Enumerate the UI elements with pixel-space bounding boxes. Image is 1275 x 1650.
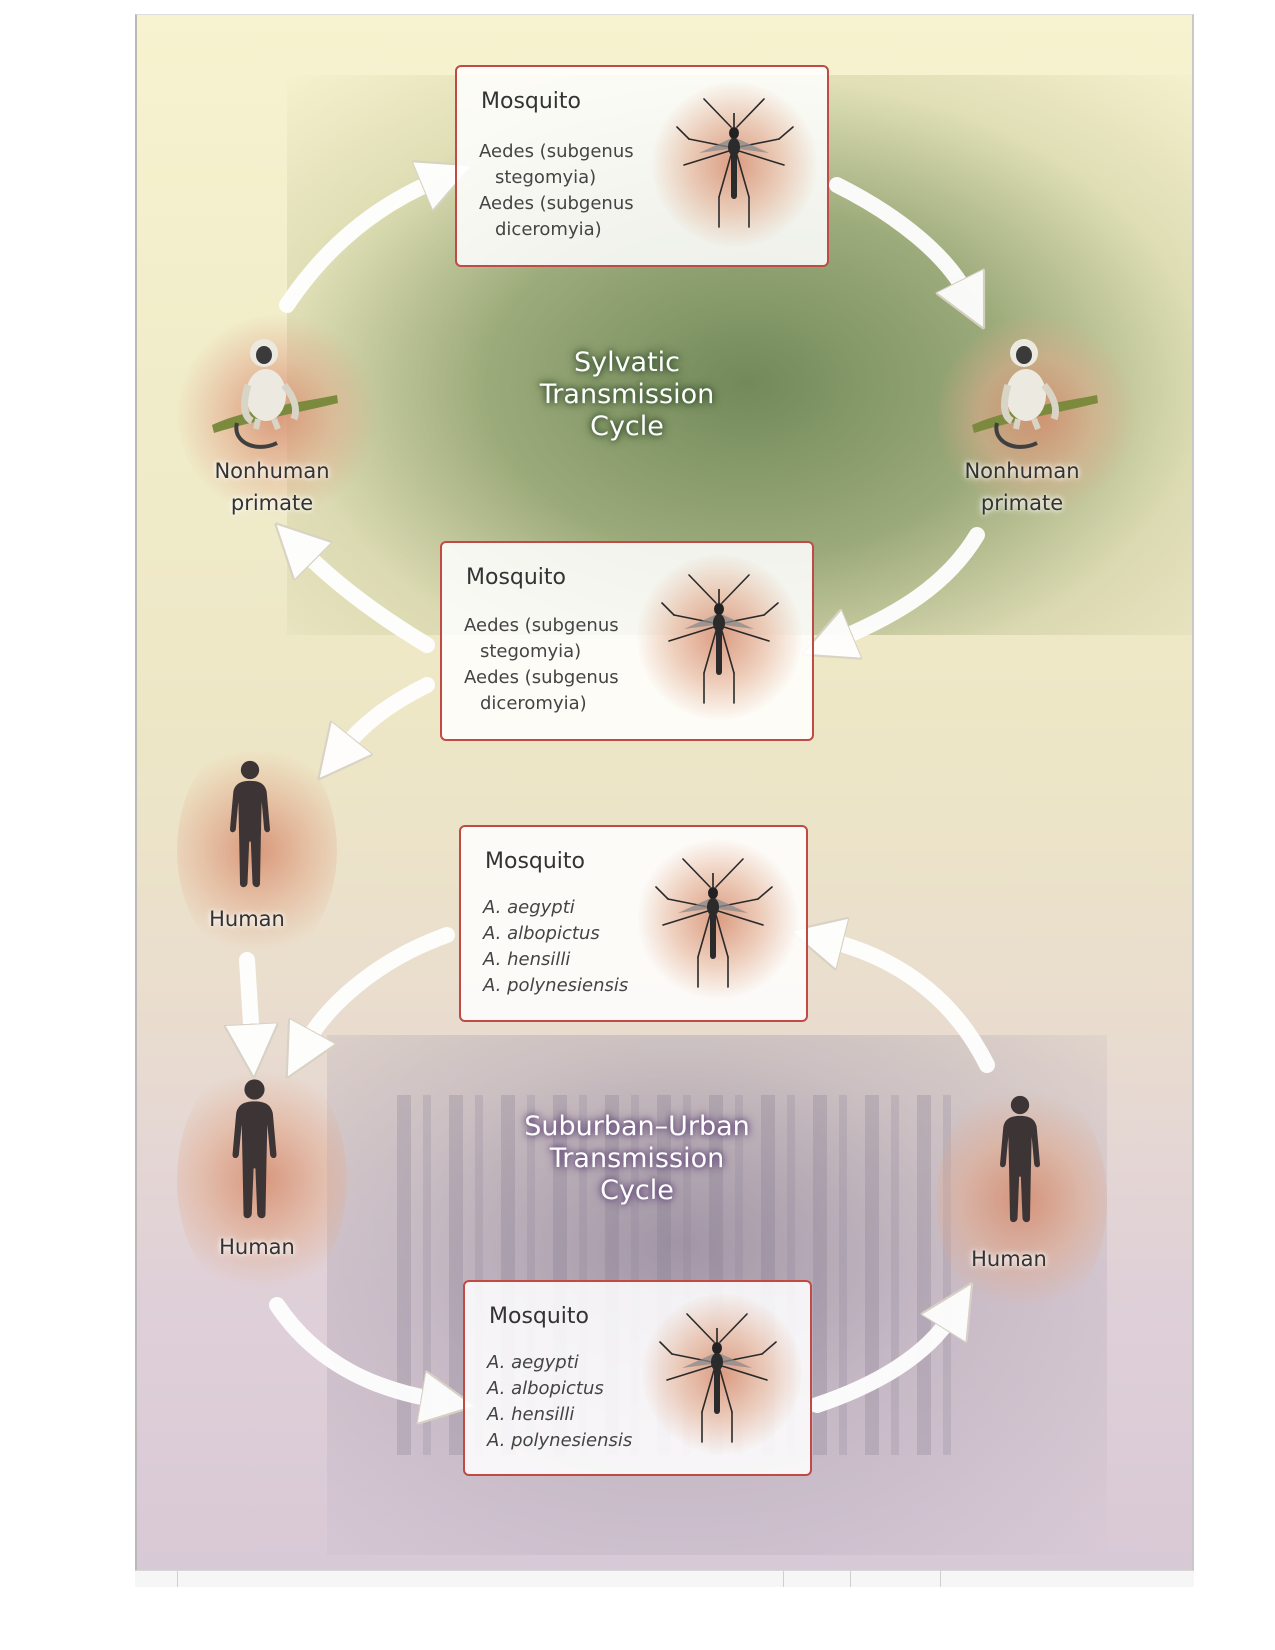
mosquito-box-urban-lower: Mosquito A. aegypti A. albopictus A. hen…	[463, 1280, 812, 1476]
monkey-icon	[962, 325, 1102, 455]
arrow-mosquito-lower-to-human-right	[809, 1315, 952, 1413]
title-line: Cycle	[590, 411, 664, 442]
title-line: Suburban–Urban	[524, 1111, 750, 1142]
primate-right-label: Nonhuman primate	[937, 455, 1107, 519]
mosquito-title: Mosquito	[481, 89, 582, 114]
mosquito-species-line: A. albopictus	[487, 1378, 604, 1399]
arrow-mosquito-middle-to-primate-left	[302, 550, 435, 653]
monkey-icon	[202, 325, 342, 455]
human-silhouette-icon	[227, 1070, 282, 1230]
mosquito-box-urban-upper: Mosquito A. aegypti A. albopictus A. hen…	[459, 825, 808, 1022]
title-line: Transmission	[539, 379, 715, 410]
arrow-human-to-mosquito-lower	[269, 1297, 437, 1400]
arrow-mosquito-top-to-primate-right	[829, 177, 967, 295]
divider	[850, 1571, 851, 1587]
mosquito-glow	[642, 1294, 802, 1454]
mosquito-species-line: A. polynesiensis	[487, 1430, 633, 1451]
title-line: Cycle	[600, 1175, 674, 1206]
mosquito-title: Mosquito	[489, 1304, 590, 1329]
mosquito-species-line: A. albopictus	[483, 923, 600, 944]
divider	[940, 1571, 941, 1587]
label-line: primate	[230, 491, 314, 515]
mosquito-species-line: diceromyia)	[480, 693, 587, 714]
mosquito-species-line: Aedes (subgenus	[464, 667, 619, 688]
sylvatic-cycle-title: Sylvatic Transmission Cycle	[527, 347, 727, 443]
urban-cycle-title: Suburban–Urban Transmission Cycle	[507, 1111, 767, 1207]
divider	[783, 1571, 784, 1587]
divider	[177, 1571, 178, 1587]
title-line: Sylvatic	[573, 347, 681, 378]
arrow-primate-to-mosquito-top	[279, 180, 437, 313]
label-line: Nonhuman	[214, 459, 330, 483]
label-line: Nonhuman	[964, 459, 1080, 483]
mosquito-species-line: Aedes (subgenus	[464, 615, 619, 636]
mosquito-species-line: A. hensilli	[487, 1404, 575, 1425]
mosquito-icon	[644, 563, 794, 713]
bottom-toolbar-strip	[135, 1570, 1194, 1587]
mosquito-species-line: diceromyia)	[495, 219, 602, 240]
mosquito-species-line: stegomyia)	[495, 167, 597, 188]
mosquito-species-line: A. aegypti	[487, 1352, 579, 1373]
title-line: Transmission	[549, 1143, 725, 1174]
arrow-human-to-human	[247, 952, 252, 1040]
arrow-human-right-to-mosquito-upper	[827, 940, 995, 1073]
mosquito-species-line: stegomyia)	[480, 641, 582, 662]
primate-left-label: Nonhuman primate	[187, 455, 357, 519]
figure-panel: Mosquito Aedes (subgenus stegomyia) Aede…	[135, 14, 1194, 1571]
mosquito-species-line: Aedes (subgenus	[479, 141, 634, 162]
mosquito-title: Mosquito	[466, 565, 567, 590]
human-silhouette-icon	[225, 745, 275, 905]
cycle-arrows	[137, 15, 995, 1571]
mosquito-icon	[659, 87, 809, 237]
mosquito-species-line: A. hensilli	[483, 949, 571, 970]
mosquito-species-line: Aedes (subgenus	[479, 193, 634, 214]
mosquito-icon	[638, 847, 788, 997]
human-right-label: Human	[971, 1247, 1047, 1271]
arrow-primate-right-to-mosquito-middle	[837, 527, 985, 640]
arrow-mosquito-upper-to-human	[305, 927, 455, 1045]
human-silhouette-icon	[995, 1080, 1045, 1240]
arrow-mosquito-middle-to-human	[342, 677, 435, 750]
human-lower-left-label: Human	[219, 1235, 295, 1259]
mosquito-glow	[638, 839, 798, 999]
mosquito-icon	[642, 1302, 792, 1452]
mosquito-box-sylvatic-top: Mosquito Aedes (subgenus stegomyia) Aede…	[455, 65, 829, 267]
mosquito-species-line: A. aegypti	[483, 897, 575, 918]
mosquito-title: Mosquito	[485, 849, 586, 874]
label-line: primate	[980, 491, 1064, 515]
mosquito-box-sylvatic-middle: Mosquito Aedes (subgenus stegomyia) Aede…	[440, 541, 814, 741]
mosquito-species-line: A. polynesiensis	[483, 975, 629, 996]
human-upper-left-label: Human	[209, 907, 285, 931]
